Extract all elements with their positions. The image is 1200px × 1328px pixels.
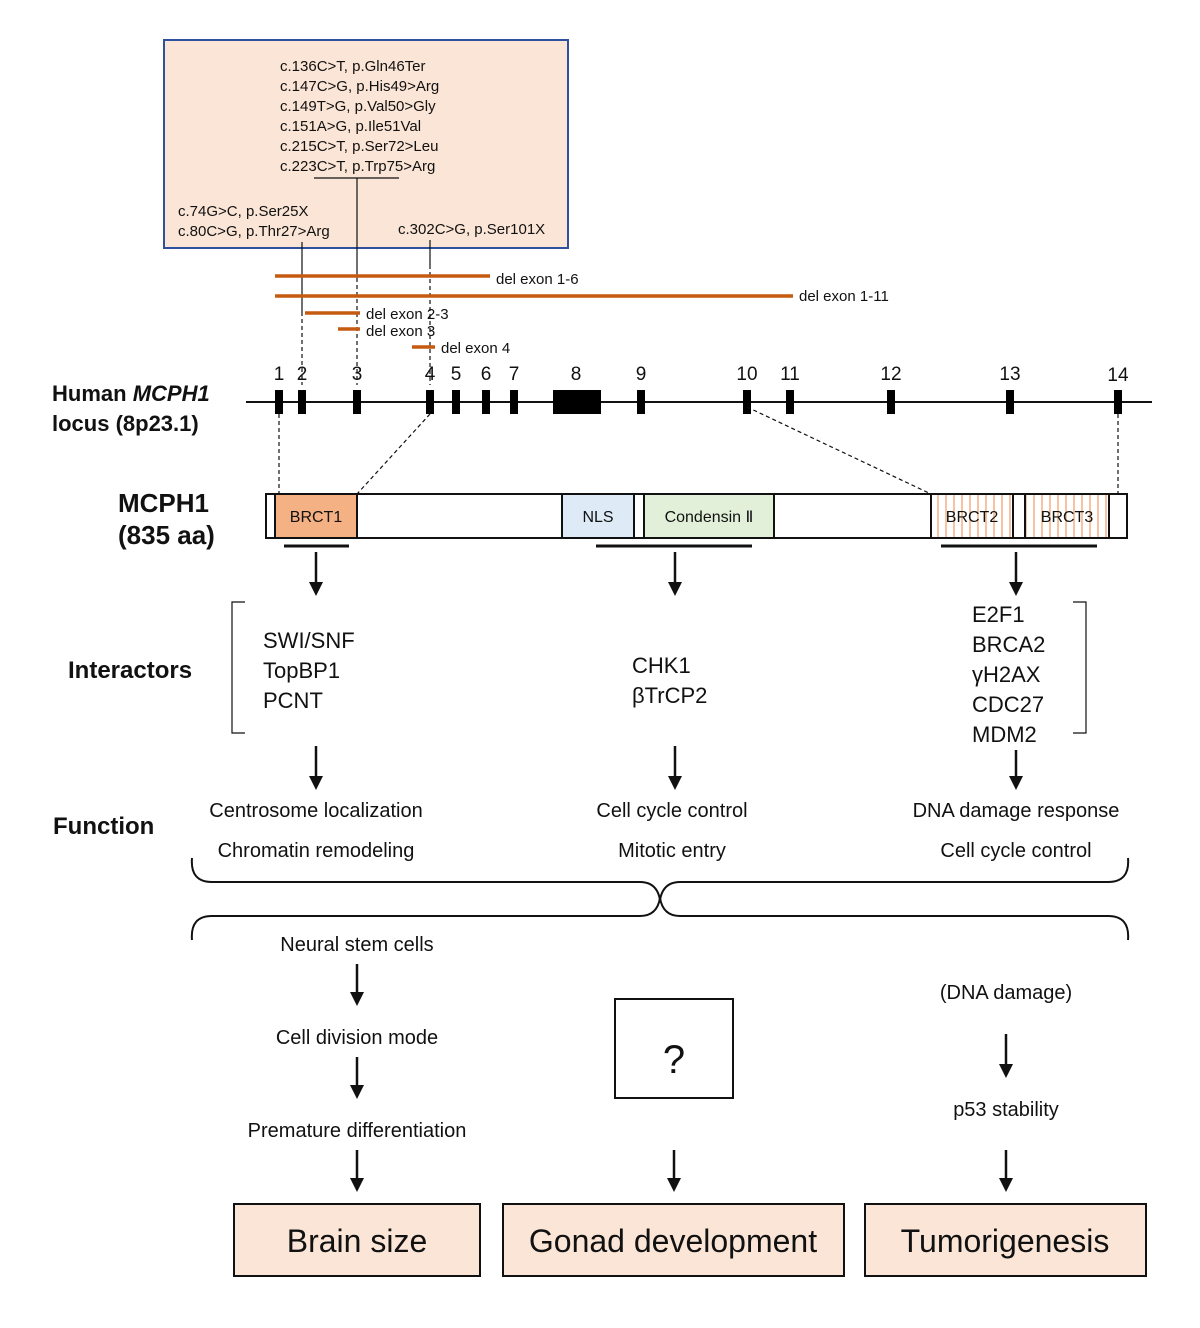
interactor-left-3: PCNT	[263, 688, 323, 713]
mutation-top-2: c.147C>G, p.His49>Arg	[280, 78, 439, 95]
interactor-right-3: γH2AX	[972, 662, 1041, 687]
exon-num-1: 1	[274, 364, 285, 385]
mutation-right: c.302C>G, p.Ser101X	[398, 221, 545, 238]
function-middle-1: Cell cycle control	[596, 800, 747, 822]
domain-brct3: BRCT3	[1024, 493, 1110, 539]
outcome-gonad-development: Gonad development	[502, 1203, 845, 1277]
function-middle-2: Mitotic entry	[618, 840, 726, 862]
mutation-left-2: c.80C>G, p.Thr27>Arg	[178, 223, 330, 240]
domain-nls: NLS	[561, 493, 635, 539]
mutation-top-3: c.149T>G, p.Val50>Gly	[280, 98, 436, 115]
function-label: Function	[53, 813, 154, 840]
exon-block-11	[786, 390, 794, 414]
outcome-brain-size-label: Brain size	[287, 1223, 428, 1259]
exon-block-4	[426, 390, 434, 414]
exon-num-10: 10	[736, 364, 757, 385]
exon-num-2: 2	[297, 364, 308, 385]
exon-block-1	[275, 390, 283, 414]
svg-text:Human MCPH1: Human MCPH1	[52, 381, 210, 406]
pathway-left-1: Neural stem cells	[280, 934, 433, 956]
outcome-tumorigenesis-label: Tumorigenesis	[901, 1223, 1110, 1259]
interactor-middle-2: βTrCP2	[632, 683, 707, 708]
exon-block-5	[452, 390, 460, 414]
mutation-left-1: c.74G>C, p.Ser25X	[178, 203, 309, 220]
mutation-box: c.136C>T, p.Gln46Ter c.147C>G, p.His49>A…	[163, 39, 569, 265]
exon-num-3: 3	[352, 364, 363, 385]
deletion-label-4: del exon 3	[366, 323, 435, 340]
mutation-top-6: c.223C>T, p.Trp75>Arg	[280, 158, 435, 175]
exon-num-11: 11	[780, 364, 800, 385]
exon-block-8	[553, 390, 601, 414]
function-left-2: Chromatin remodeling	[218, 840, 415, 862]
exon-block-7	[510, 390, 518, 414]
mutation-top-4: c.151A>G, p.Ile51Val	[280, 118, 421, 135]
interactor-right-4: CDC27	[972, 692, 1044, 717]
unknown-box: ?	[614, 998, 734, 1099]
function-right-1: DNA damage response	[913, 800, 1120, 822]
exon-block-10	[743, 390, 751, 414]
exon-block-13	[1006, 390, 1014, 414]
interactor-right-1: E2F1	[972, 602, 1025, 627]
exon-num-12: 12	[880, 364, 901, 385]
domain-condensin: Condensin Ⅱ	[643, 493, 775, 539]
pathway-right-1: (DNA damage)	[940, 982, 1072, 1004]
domain-brct1-label: BRCT1	[290, 509, 343, 526]
exon-num-9: 9	[636, 364, 647, 385]
domain-condensin-label: Condensin Ⅱ	[665, 509, 754, 526]
deletion-label-2: del exon 1-11	[799, 288, 889, 305]
interactor-left-2: TopBP1	[263, 658, 340, 683]
protein-label-line1: MCPH1	[118, 488, 209, 518]
outcome-brain-size: Brain size	[233, 1203, 481, 1277]
domain-brct2-label: BRCT2	[946, 509, 999, 526]
deletion-label-1: del exon 1-6	[496, 271, 579, 288]
mutation-top-1: c.136C>T, p.Gln46Ter	[280, 58, 426, 75]
pathway-left-2: Cell division mode	[276, 1027, 438, 1049]
function-left-1: Centrosome localization	[209, 800, 422, 822]
exon-num-7: 7	[509, 364, 520, 385]
function-right-2: Cell cycle control	[940, 840, 1091, 862]
pathway-right-2: p53 stability	[953, 1099, 1059, 1121]
mutation-top-5: c.215C>T, p.Ser72>Leu	[280, 138, 438, 155]
exon-block-2	[298, 390, 306, 414]
exon-block-6	[482, 390, 490, 414]
outcome-tumorigenesis: Tumorigenesis	[864, 1203, 1147, 1277]
locus-label-line2: locus (8p23.1)	[52, 411, 199, 436]
arrows-row1	[309, 552, 1023, 596]
exon-num-6: 6	[481, 364, 492, 385]
exon-block-14	[1114, 390, 1122, 414]
domain-brct2: BRCT2	[930, 493, 1014, 539]
arrows-row2	[309, 746, 1023, 790]
domain-brct3-label: BRCT3	[1041, 509, 1094, 526]
deletion-label-5: del exon 4	[441, 340, 510, 357]
interactor-right-5: MDM2	[972, 722, 1037, 747]
exon-num-4: 4	[425, 364, 436, 385]
locus-label-gene: MCPH1	[133, 381, 210, 406]
interactors-label: Interactors	[68, 657, 192, 684]
interactor-left-1: SWI/SNF	[263, 628, 355, 653]
locus-label-prefix: Human	[52, 381, 133, 406]
exon-num-8: 8	[571, 364, 582, 385]
exon-num-5: 5	[451, 364, 462, 385]
deletions: del exon 1-6 del exon 1-11 del exon 2-3 …	[275, 271, 889, 357]
exon-block-3	[353, 390, 361, 414]
deletion-label-3: del exon 2-3	[366, 306, 449, 323]
interactor-right-2: BRCA2	[972, 632, 1045, 657]
exon-blocks	[275, 390, 1122, 414]
domain-nls-label: NLS	[582, 509, 613, 526]
unknown-mark: ?	[663, 1038, 685, 1082]
interactor-middle-1: CHK1	[632, 653, 691, 678]
exon-num-13: 13	[999, 364, 1020, 385]
locus-label: Human MCPH1 locus (8p23.1)	[52, 381, 210, 436]
pathway-left-3: Premature differentiation	[248, 1120, 467, 1142]
exon-num-14: 14	[1107, 365, 1129, 386]
outcome-gonad-development-label: Gonad development	[529, 1223, 817, 1259]
domain-brct1: BRCT1	[274, 493, 358, 539]
protein-label-line2: (835 aa)	[118, 520, 215, 550]
exon-block-9	[637, 390, 645, 414]
exon-numbers: 1 2 3 4 5 6 7 8 9 10 11 12 13 14	[274, 364, 1129, 386]
exon-block-12	[887, 390, 895, 414]
